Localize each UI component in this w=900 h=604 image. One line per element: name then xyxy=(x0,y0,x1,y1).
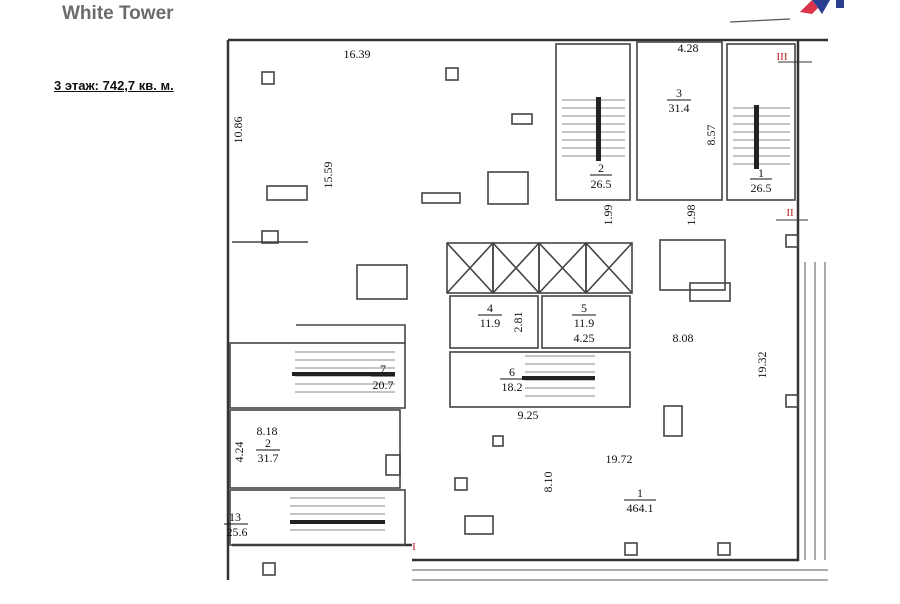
dimension: 1.98 xyxy=(684,205,698,226)
section-mark: I xyxy=(412,541,416,553)
walls xyxy=(226,38,828,580)
dimension: 2.81 xyxy=(511,312,525,333)
room-label: 511.9 xyxy=(572,301,596,330)
svg-text:26.5: 26.5 xyxy=(751,181,772,195)
room-label: 226.5 xyxy=(590,161,612,191)
svg-text:7: 7 xyxy=(380,362,386,376)
svg-text:31.7: 31.7 xyxy=(258,451,279,465)
dimension: 4.28 xyxy=(678,41,699,55)
section-marks: III II I xyxy=(412,51,812,553)
svg-text:464.1: 464.1 xyxy=(627,501,654,515)
room-label: 618.2 xyxy=(500,365,524,394)
svg-text:2: 2 xyxy=(598,161,604,175)
svg-text:25.6: 25.6 xyxy=(227,525,248,539)
svg-text:20.7: 20.7 xyxy=(373,378,394,392)
dimension: 10.86 xyxy=(231,117,245,144)
brand-name: White Tower xyxy=(62,3,174,24)
room-label: 231.7 xyxy=(256,436,280,465)
svg-text:4: 4 xyxy=(487,301,493,315)
floor-title: 3 этаж: 742,7 кв. м. xyxy=(54,78,174,93)
dimension: 9.25 xyxy=(518,408,539,422)
dimension: 15.59 xyxy=(321,162,335,189)
logo-star-icon xyxy=(800,0,844,14)
dimension: 4.24 xyxy=(232,442,246,463)
room-labels: 226.5 331.4 126.5 411.9 511.9 720.7 618.… xyxy=(224,86,772,539)
svg-text:1: 1 xyxy=(758,166,764,180)
svg-text:2: 2 xyxy=(265,436,271,450)
dimension: 16.39 xyxy=(344,47,371,61)
dimension-labels: 16.39 10.86 15.59 1.99 4.28 8.57 1.98 2.… xyxy=(231,41,769,493)
svg-text:6: 6 xyxy=(509,365,515,379)
dimension: 8.10 xyxy=(541,472,555,493)
dimension: 4.25 xyxy=(574,331,595,345)
room-label: 720.7 xyxy=(371,362,395,392)
svg-text:5: 5 xyxy=(581,301,587,315)
dimension: 8.08 xyxy=(673,331,694,345)
svg-text:13: 13 xyxy=(229,510,241,524)
svg-text:1: 1 xyxy=(637,486,643,500)
room-label: 411.9 xyxy=(478,301,502,330)
svg-text:3: 3 xyxy=(676,86,682,100)
dimension: 8.57 xyxy=(704,125,718,146)
section-mark: III xyxy=(777,51,788,63)
dimension: 19.72 xyxy=(606,452,633,466)
svg-text:11.9: 11.9 xyxy=(574,316,595,330)
dimension: 19.32 xyxy=(755,352,769,379)
svg-text:18.2: 18.2 xyxy=(502,380,523,394)
room-label: 126.5 xyxy=(750,166,772,195)
room-label: 331.4 xyxy=(667,86,691,115)
svg-text:31.4: 31.4 xyxy=(669,101,690,115)
svg-text:26.5: 26.5 xyxy=(591,177,612,191)
dimension: 1.99 xyxy=(601,205,615,226)
section-mark: II xyxy=(786,207,794,219)
svg-text:11.9: 11.9 xyxy=(480,316,501,330)
dimension: 8.18 xyxy=(257,424,278,438)
